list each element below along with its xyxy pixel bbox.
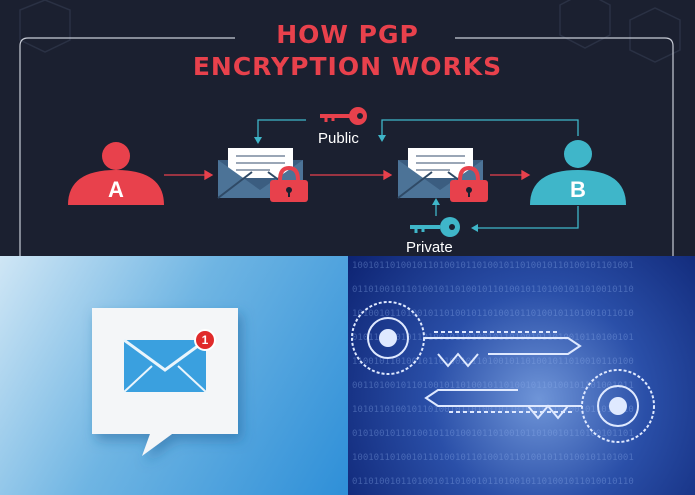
public-key-path <box>257 119 579 137</box>
circuit-key-2-icon <box>424 369 655 443</box>
binary-background: 1001011010010110100101101001011010010110… <box>352 261 634 487</box>
svg-text:011010010110100101101001011010: 0110100101101001011010010110100101101001… <box>352 477 634 487</box>
public-key-icon <box>320 107 367 125</box>
public-key-label: Public <box>318 130 359 147</box>
svg-text:100101101001011010010110100101: 1001011010010110100101101001011010010110… <box>352 453 634 463</box>
circuit-key-1-icon <box>351 301 582 375</box>
notification-badge-count: 1 <box>201 333 209 347</box>
mail-notification-graphic <box>92 308 238 456</box>
private-key-path <box>435 204 579 229</box>
sender-letter: A <box>108 177 124 202</box>
svg-text:011010010110100101101001011010: 0110100101101001011010010110100101101001… <box>352 285 634 295</box>
circuit-keys-graphic: 1001011010010110100101101001011010010110… <box>351 261 655 487</box>
private-key-label: Private <box>406 239 453 256</box>
receiver-letter: B <box>570 177 586 202</box>
mail-notification-photo: 1 <box>0 256 348 495</box>
notification-badge <box>194 329 216 351</box>
person-a-icon <box>68 142 164 205</box>
padlock-red-2-icon <box>450 165 488 202</box>
private-key-icon <box>410 217 460 237</box>
flow-arrows-red <box>164 169 531 181</box>
title-line-2: ENCRYPTION WORKS <box>192 52 503 81</box>
svg-text:101001011010010110100101101001: 1010010110100101101001011010010110100101… <box>352 309 634 319</box>
mail-envelope-icon <box>123 338 207 393</box>
digital-keys-photo: 1001011010010110100101101001011010010110… <box>348 256 695 495</box>
svg-text:001101001011010010110100101101: 0011010010110100101101001011010010110100… <box>352 381 634 391</box>
svg-text:100101101001011010010110100101: 1001011010010110100101101001011010010110… <box>352 261 634 271</box>
diagram-graphics: A B <box>19 0 681 256</box>
title-frame <box>19 37 674 256</box>
pgp-diagram: A B HOW PGP ENCRYPTION WORKS Public Priv… <box>19 0 681 256</box>
svg-text:110010110100101101001011010010: 1100101101001011010010110100101101001011… <box>352 357 634 367</box>
decorative-hexagons <box>19 0 681 63</box>
person-b-icon <box>530 140 626 205</box>
title-line-1: HOW PGP <box>276 20 419 49</box>
svg-text:010100101101001011010010110100: 0101001011010010110100101101001011010010… <box>352 429 634 439</box>
svg-text:101011010010110100101101001011: 1010110100101101001011010010110100101101… <box>352 405 634 415</box>
padlock-red-1-icon <box>270 165 308 202</box>
